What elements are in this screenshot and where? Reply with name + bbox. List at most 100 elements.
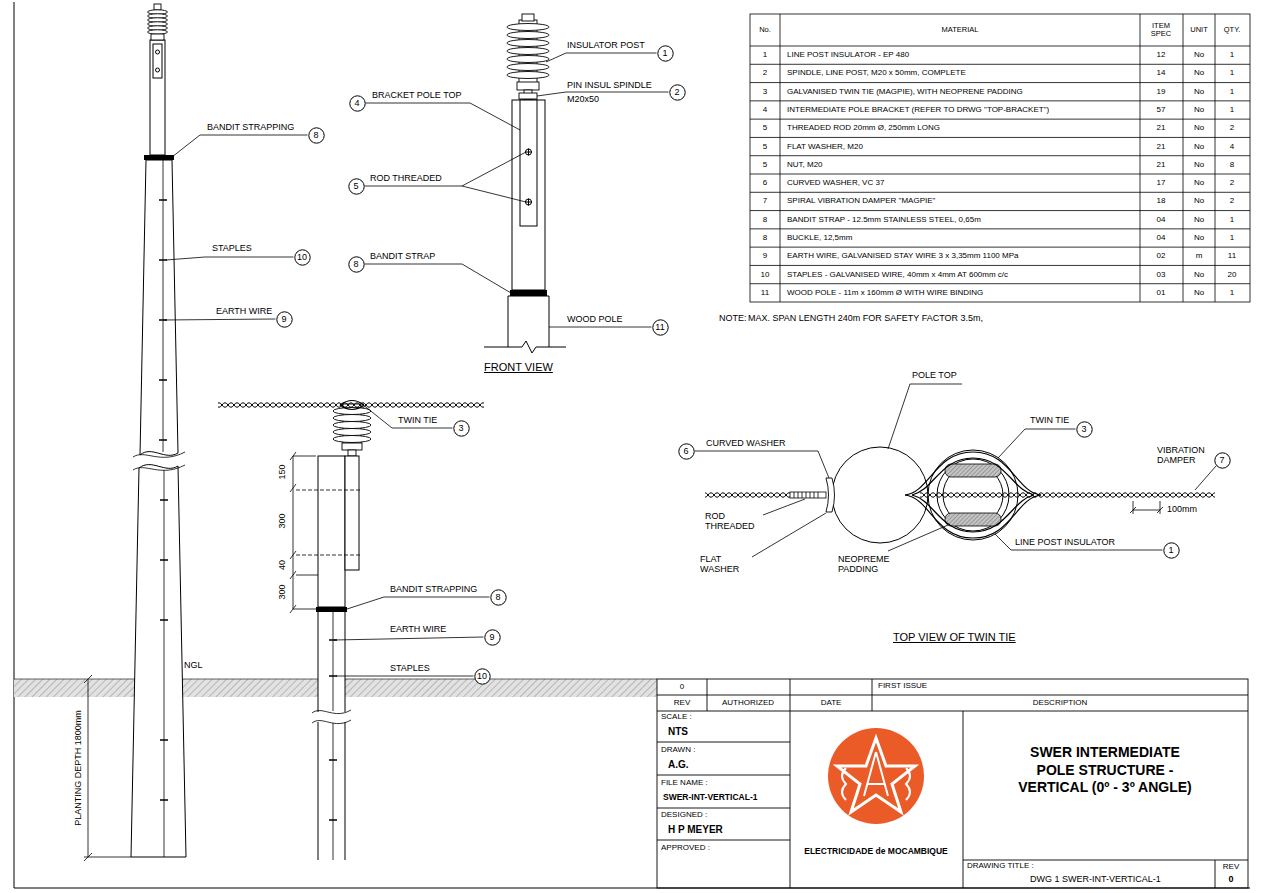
twin-tie: [340, 401, 364, 410]
bandit-strap: [144, 155, 174, 160]
insulator-post: [519, 93, 537, 99]
wood-pole: [318, 722, 345, 860]
part-label: BANDIT STRAPPING: [390, 585, 477, 595]
callout-number: 11: [655, 323, 664, 332]
title-block-text: A.G.: [668, 759, 689, 770]
conductor: [218, 400, 484, 410]
title-block-text: REV: [674, 699, 690, 708]
callout-circle: [678, 443, 693, 458]
earth-wire: [333, 612, 334, 860]
table-cell: WOOD POLE - 11m x 160mm Ø WITH WIRE BIND…: [787, 289, 983, 298]
callout-bubble: 10: [474, 668, 491, 685]
callout-number: 8: [495, 593, 500, 602]
title-block-text: SWER-INT-VERTICAL-1: [663, 793, 757, 802]
leader-line: [365, 53, 669, 327]
table-cell: 1: [1230, 51, 1234, 60]
threaded-rod: [790, 492, 826, 498]
table-cell: No: [1194, 197, 1204, 206]
table-header: UNIT: [1190, 26, 1208, 34]
callout-number: 6: [683, 447, 688, 456]
table-cell: No: [1194, 142, 1204, 151]
table-cell: 01: [1157, 289, 1166, 298]
table-cell: No: [1194, 160, 1204, 169]
part-label: PIN INSUL SPINDLE: [567, 81, 652, 91]
callout-bubble: 2: [669, 84, 686, 101]
table-cell: 04: [1157, 234, 1166, 243]
bolt-centre-line: [296, 490, 362, 555]
table-cell: BANDIT STRAP - 12.5mm STAINLESS STEEL, 0…: [787, 215, 981, 224]
material-table: [750, 14, 1250, 302]
part-label: FLAT WASHER: [700, 555, 752, 575]
callout-number: 7: [1219, 456, 1224, 465]
leader-line: [537, 92, 669, 96]
twin-tie: [905, 452, 1041, 538]
twin-tie: [340, 401, 364, 410]
table-cell: 2: [1230, 179, 1234, 188]
part-label: ROD THREADED: [705, 512, 757, 532]
title-block-text: SCALE :: [661, 713, 692, 722]
table-cell: FLAT WASHER, M20: [787, 142, 863, 151]
table-cell: CURVED WASHER, VC 37: [787, 179, 884, 188]
table-cell: 5: [763, 124, 767, 133]
callout-bubble: 4: [349, 95, 366, 112]
pole-bracket: [525, 149, 532, 206]
callout-bubble: 9: [484, 629, 501, 646]
table-cell: 1: [1230, 234, 1234, 243]
title-block: [657, 679, 1248, 888]
callout-number: 10: [477, 672, 487, 681]
callout-bubble: 8: [308, 127, 325, 144]
leader-line: [336, 676, 474, 677]
table-cell: 2: [1230, 197, 1234, 206]
part-label: INSULATOR POST: [567, 41, 645, 51]
leader-line: [695, 451, 830, 478]
staple-mark: [329, 640, 337, 820]
insulator-post: [333, 422, 371, 429]
part-label: BANDIT STRAP: [370, 252, 435, 262]
insulator-post: [507, 72, 549, 79]
leader-line: [752, 513, 826, 557]
title-block: [657, 679, 1248, 888]
table-cell: EARTH WIRE, GALVANISED STAY WIRE 3 x 3,3…: [787, 252, 1018, 261]
company-logo: [864, 752, 888, 796]
title-block-text: FIRST ISSUE: [878, 682, 927, 691]
material-table: [750, 14, 1250, 302]
callout-circle: [308, 127, 323, 142]
twin-tie: [905, 452, 1041, 495]
callout-bubble: 3: [1076, 421, 1093, 438]
table-cell: SPIRAL VIBRATION DAMPER "MAGPIE": [787, 197, 935, 206]
table-header: QTY.: [1224, 26, 1241, 34]
bandit-strap: [510, 290, 547, 296]
wood-pole: [131, 160, 186, 857]
table-cell: No: [1194, 234, 1204, 243]
table-cell: No: [1194, 69, 1204, 78]
table-header: MATERIAL: [942, 26, 979, 34]
table-cell: 1: [1230, 289, 1234, 298]
title-block-text: REV: [1223, 863, 1239, 872]
callout-circle: [1076, 421, 1091, 436]
callout-number: 5: [353, 182, 358, 191]
table-cell: 1: [1230, 215, 1234, 224]
leader-line: [695, 384, 1217, 557]
title-block-text: DESIGNED :: [661, 811, 707, 820]
callout-bubble: 9: [276, 311, 293, 328]
table-cell: 4: [1230, 142, 1234, 151]
table-cell: LINE POST INSULATOR - EP 480: [787, 51, 909, 60]
callout-bubble: 1: [1163, 542, 1180, 559]
callout-circle: [484, 629, 499, 644]
part-label: TWIN TIE: [398, 416, 437, 426]
title-block-text: DRAWN :: [661, 746, 695, 755]
conductor: [920, 490, 1215, 500]
insulator-post: [154, 4, 161, 10]
pole-bracket: [520, 100, 537, 226]
curved-washer: [826, 478, 835, 512]
table-cell: BUCKLE, 12,5mm: [787, 234, 852, 243]
insulator-post: [333, 415, 371, 422]
pole-bracket: [345, 456, 359, 570]
dimension-text: 300: [278, 584, 288, 599]
leader-line: [365, 264, 512, 293]
pole-break: [133, 452, 185, 457]
table-cell: 12: [1157, 51, 1166, 60]
table-cell: NUT, M20: [787, 160, 823, 169]
callout-bubble: 3: [453, 420, 470, 437]
